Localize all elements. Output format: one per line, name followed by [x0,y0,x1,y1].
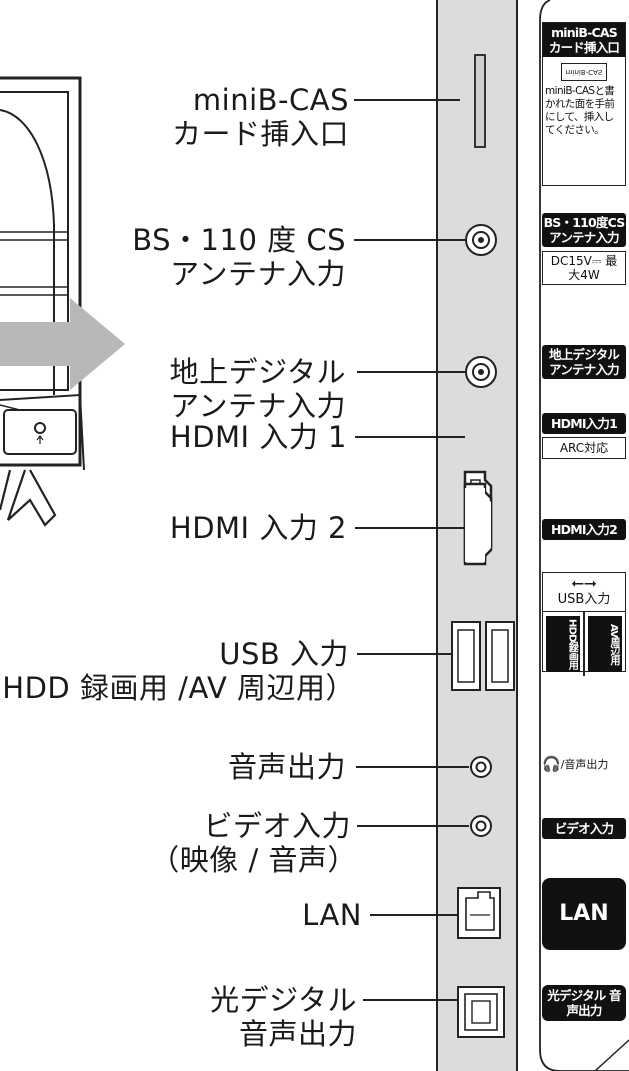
usb-icon: ⭠⭢ [571,573,597,592]
sticker-terrestrial-title: 地上デジタル アンテナ入力 [542,345,626,379]
sticker-hdmi1-arc: ARC対応 [542,437,626,459]
leader-lines [354,99,469,1001]
label-hdmi2: HDMI 入力 2 [169,511,347,545]
label-audio-out: 音声出力 [227,750,346,784]
lan-port [457,887,501,939]
sticker-usb-hdd: HDD録画用 [546,616,581,672]
minibcas-slot [474,54,486,148]
video-in-port [470,815,492,837]
sticker-hdmi1: HDMI入力1 ARC対応 [542,413,626,459]
hdmi2-port-shape [465,488,491,562]
headphone-icon: 🎧 [542,755,561,773]
sticker-minibcas-title: miniB-CAS カード挿入口 [543,23,625,57]
sticker-optical: 光デジタル 音声出力 [542,985,626,1021]
sticker-hdmi2: HDMI入力2 [542,519,626,540]
label-usb: USB 入力（HDD 録画用 /AV 周辺用） [0,637,355,705]
sticker-usb-title: USB入力 [557,592,611,607]
terrestrial-antenna-port [465,356,497,388]
bs-antenna-port [465,224,497,256]
sticker-minibcas: miniB-CAS カード挿入口 miniB-CAS miniB-CASと書かれ… [542,22,626,186]
sticker-hdmi1-title: HDMI入力1 [542,413,626,434]
direction-arrow [0,298,125,390]
sticker-video-in: ビデオ入力 [542,818,626,839]
tv-side-illustration [0,76,85,527]
sticker-bs-power: DC15V⎓ 最大4W [542,251,626,285]
sticker-audio-out: 🎧 /音声出力 [542,755,626,773]
label-video-in: ビデオ入力（映像 / 音声） [150,809,357,877]
label-optical: 光デジタル音声出力 [210,983,357,1051]
sticker-optical-title: 光デジタル 音声出力 [542,985,626,1021]
sticker-bs-title: BS・110度CS アンテナ入力 [542,213,626,247]
sticker-bs: BS・110度CS アンテナ入力 DC15V⎓ 最大4W [542,213,626,285]
sticker-audio-out-title: /音声出力 [560,757,609,771]
sticker-minibcas-card: miniB-CAS [561,63,607,81]
audio-out-port [470,756,492,778]
sticker-lan: LAN [542,878,626,950]
sticker-terrestrial: 地上デジタル アンテナ入力 [542,345,626,379]
label-lan: LAN [302,898,362,932]
sticker-hdmi2-title: HDMI入力2 [542,519,626,540]
sticker-minibcas-note: miniB-CASと書かれた面を手前にして、挿入してください。 [545,85,615,136]
sticker-usb-av: AV周辺用 [587,616,623,672]
sticker-lan-title: LAN [542,878,626,950]
label-hdmi1: HDMI 入力 1 [169,420,347,454]
side-sticker-outline [539,0,629,1071]
sticker-video-in-title: ビデオ入力 [542,818,626,839]
optical-port [457,986,505,1038]
usb-ports [451,621,515,691]
sticker-usb: ⭠⭢ USB入力 HDD録画用 AV周辺用 [542,572,626,676]
label-terrestrial-antenna: 地上デジタルアンテナ入力 [169,355,346,423]
